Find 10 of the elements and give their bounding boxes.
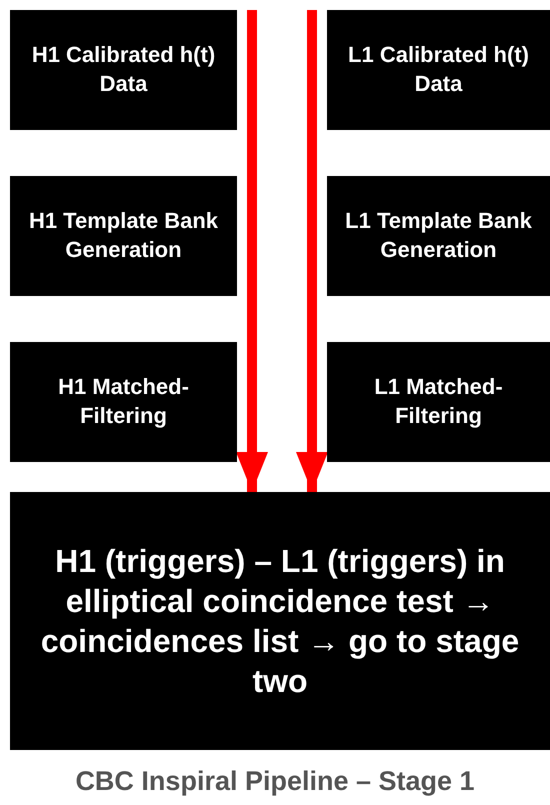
process-box: H1 Matched-Filtering (10, 342, 237, 462)
process-box: L1 Matched-Filtering (327, 342, 550, 462)
caption: CBC Inspiral Pipeline – Stage 1 (74, 766, 476, 797)
process-box: L1 Calibrated h(t) Data (327, 10, 550, 130)
process-box: H1 Calibrated h(t) Data (10, 10, 237, 130)
arrow (236, 10, 268, 492)
process-box: H1 Template Bank Generation (10, 176, 237, 296)
arrow (296, 10, 328, 492)
process-box: L1 Template Bank Generation (327, 176, 550, 296)
process-box: H1 (triggers) – L1 (triggers) in elliptical coincidence test → coincidences list → go to stage two (10, 492, 550, 750)
